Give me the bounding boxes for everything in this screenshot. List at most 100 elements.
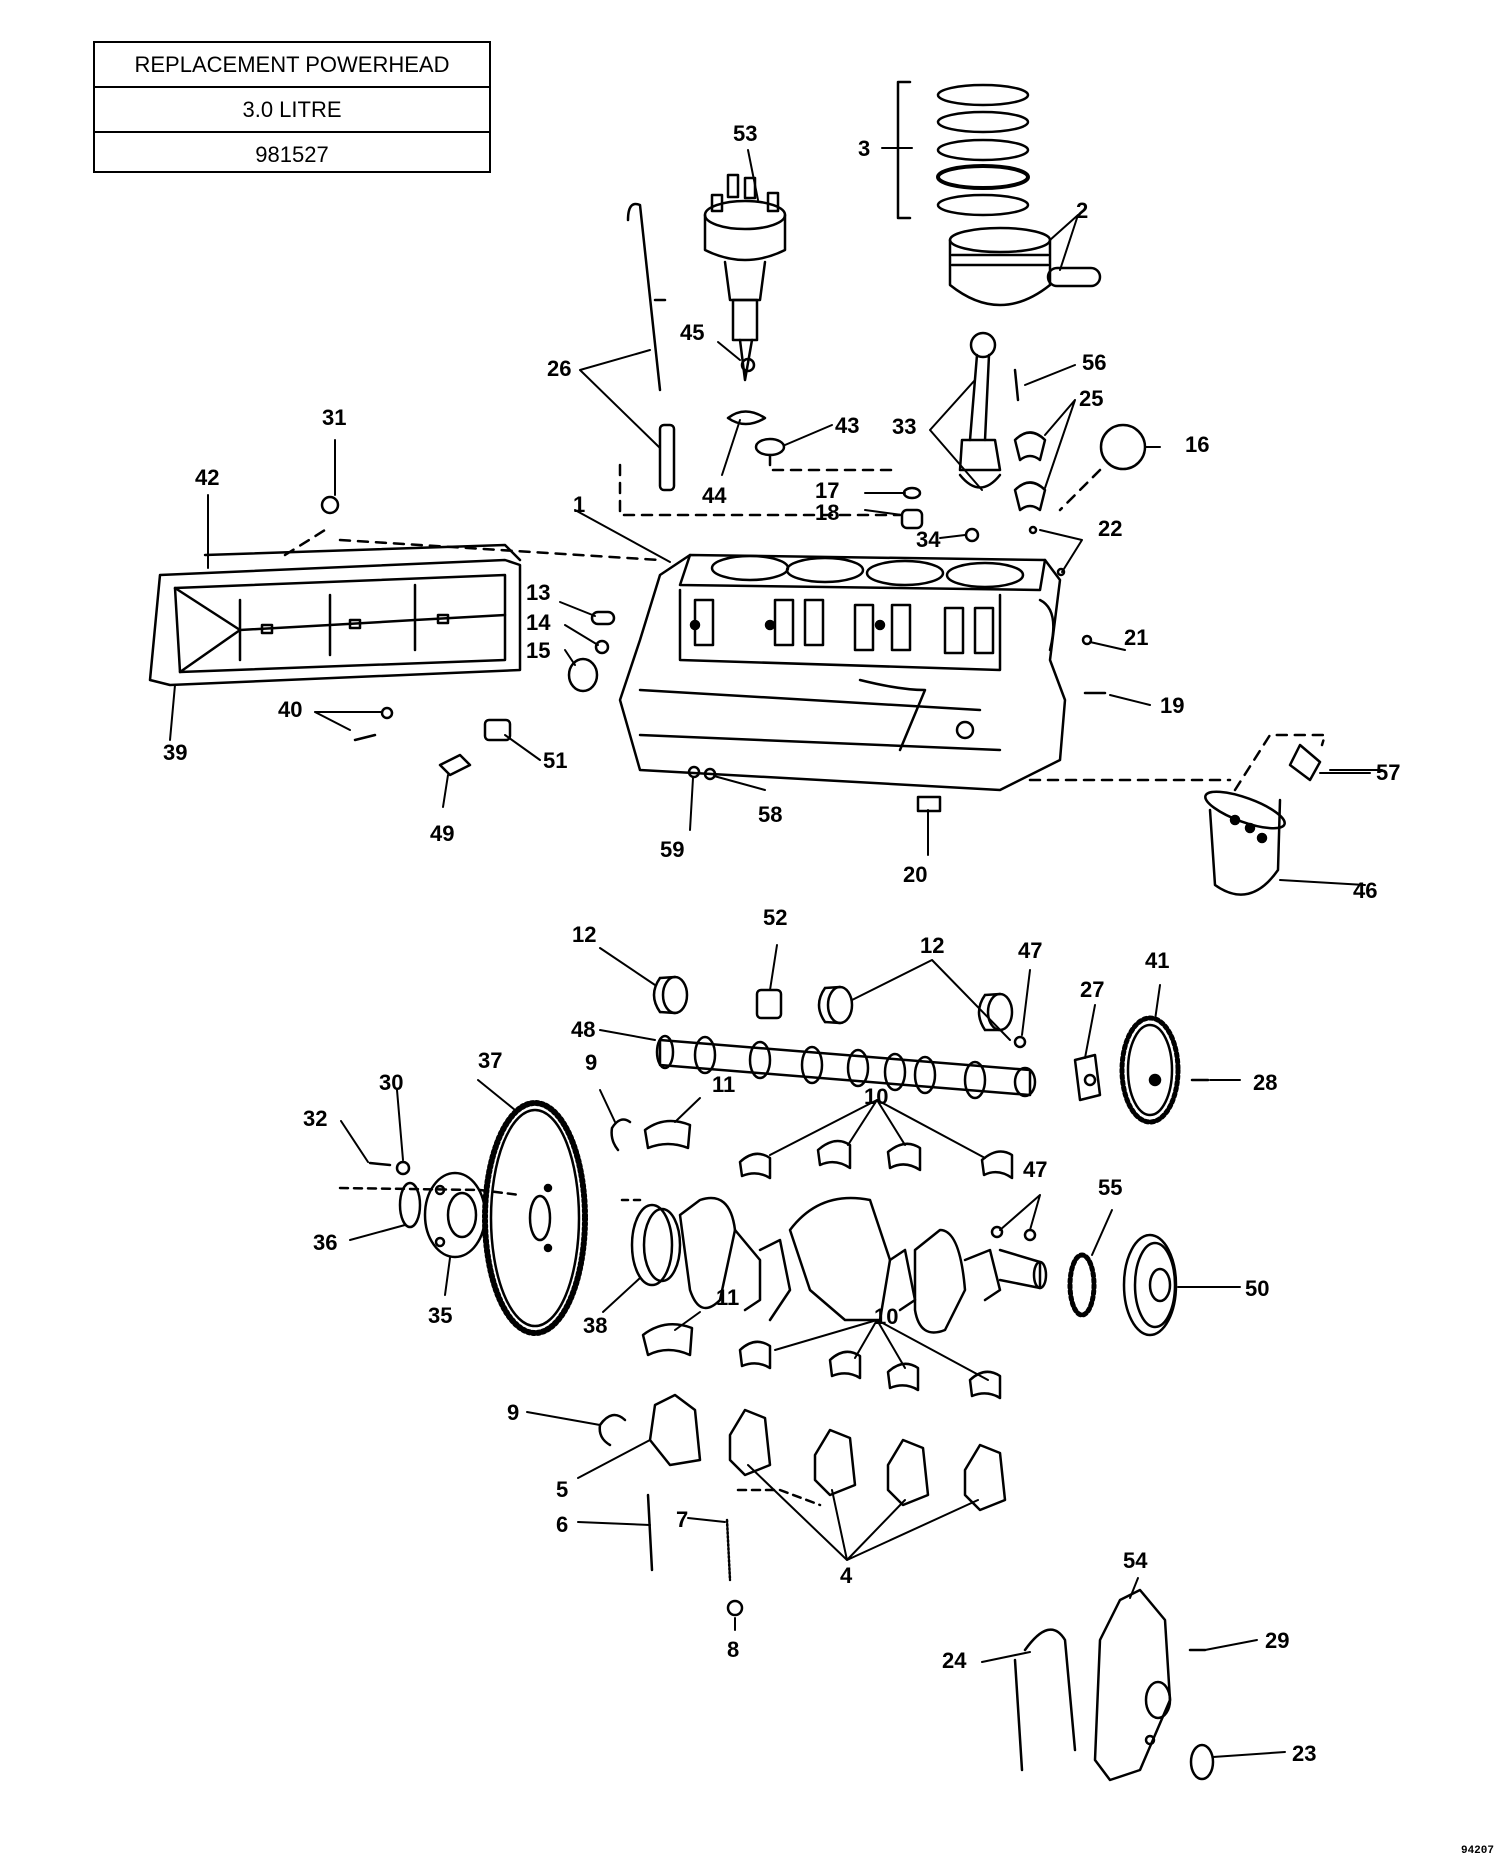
bearing-10f xyxy=(828,1350,862,1380)
bearing-25a xyxy=(1013,431,1047,462)
figure-code: 94207 xyxy=(1460,1845,1494,1857)
camshaft-gear xyxy=(1119,1015,1181,1125)
plug-58 xyxy=(703,767,717,781)
main-cap-4c xyxy=(886,1438,930,1507)
part-label-23: 23 xyxy=(1292,1741,1316,1766)
title-line-1: REPLACEMENT POWERHEAD xyxy=(95,43,489,88)
part-label-19: 19 xyxy=(1160,693,1184,718)
camshaft xyxy=(655,1034,1037,1100)
part-label-41: 41 xyxy=(1145,948,1169,973)
plug-17 xyxy=(902,486,922,500)
leader-lines xyxy=(169,147,1383,1758)
part-label-21: 21 xyxy=(1124,625,1148,650)
nut-8 xyxy=(726,1599,744,1617)
part-label-47-lower: 47 xyxy=(1023,1157,1047,1182)
part-label-43: 43 xyxy=(835,413,859,438)
part-label-33: 33 xyxy=(892,414,916,439)
part-label-27: 27 xyxy=(1080,977,1104,1002)
part-label-38: 38 xyxy=(583,1313,607,1338)
part-label-30: 30 xyxy=(379,1070,403,1095)
bearing-10g xyxy=(886,1362,920,1392)
crankshaft xyxy=(630,1196,1048,1334)
thrust-washer-9a xyxy=(610,1118,632,1152)
part-label-26: 26 xyxy=(547,356,571,381)
bolt-32 xyxy=(368,1161,392,1167)
part-label-12-left: 12 xyxy=(572,922,596,947)
part-label-24: 24 xyxy=(942,1648,967,1673)
part-label-54: 54 xyxy=(1123,1548,1148,1573)
piston-rings xyxy=(896,80,1030,220)
part-label-50: 50 xyxy=(1245,1276,1269,1301)
main-bearing-11b xyxy=(641,1323,694,1357)
bearing-10d xyxy=(980,1150,1014,1180)
part-label-36: 36 xyxy=(313,1230,337,1255)
main-cap-4a xyxy=(728,1408,772,1477)
part-label-56: 56 xyxy=(1082,350,1106,375)
part-label-17: 17 xyxy=(815,478,839,503)
part-label-3: 3 xyxy=(858,136,870,161)
part-label-29: 29 xyxy=(1265,1628,1289,1653)
plug-59 xyxy=(687,765,701,779)
main-cap-4b xyxy=(813,1428,857,1497)
rear-main-cap xyxy=(648,1393,702,1467)
part-label-22: 22 xyxy=(1098,516,1122,541)
part-label-9-lower: 9 xyxy=(507,1400,519,1425)
title-line-3: 981527 xyxy=(255,141,329,167)
part-label-55: 55 xyxy=(1098,1175,1122,1200)
part-label-16: 16 xyxy=(1185,432,1209,457)
part-label-48: 48 xyxy=(571,1017,595,1042)
flywheel-flange xyxy=(423,1171,487,1259)
part-label-11-lower: 11 xyxy=(716,1285,739,1310)
part-label-57: 57 xyxy=(1376,760,1400,785)
part-label-53: 53 xyxy=(733,121,757,146)
key-47b xyxy=(1023,1228,1037,1242)
part-label-44: 44 xyxy=(702,483,727,508)
distributor xyxy=(703,173,787,382)
timing-gasket xyxy=(1023,1628,1077,1752)
seal-36 xyxy=(398,1181,422,1229)
plug-14 xyxy=(594,639,610,655)
part-labels: 1 2 3 4 5 6 7 8 9 9 10 10 11 11 12 12 13… xyxy=(163,121,1400,1766)
title-line-2: 3.0 LITRE xyxy=(95,88,489,133)
part-label-5: 5 xyxy=(556,1477,568,1502)
clamp-43 xyxy=(754,437,786,457)
part-label-58: 58 xyxy=(758,802,782,827)
main-bearing-11a xyxy=(643,1119,692,1150)
part-label-1: 1 xyxy=(573,492,585,517)
bearing-10c xyxy=(886,1142,922,1172)
part-label-15: 15 xyxy=(526,638,550,663)
sender-49 xyxy=(438,753,472,777)
part-label-28: 28 xyxy=(1253,1070,1277,1095)
part-label-11-upper: 11 xyxy=(712,1072,735,1097)
oring-15 xyxy=(567,657,599,693)
seal-23 xyxy=(1189,1743,1215,1781)
fitting-20 xyxy=(916,795,942,813)
gasket-44 xyxy=(726,410,767,426)
thrust-washer-9b xyxy=(598,1413,627,1447)
part-label-8: 8 xyxy=(727,1637,739,1662)
part-label-35: 35 xyxy=(428,1303,452,1328)
part-label-31: 31 xyxy=(322,405,346,430)
part-label-14: 14 xyxy=(526,610,551,635)
part-label-46: 46 xyxy=(1353,878,1377,903)
part-label-20: 20 xyxy=(903,862,927,887)
part-label-4: 4 xyxy=(840,1563,853,1588)
part-label-13: 13 xyxy=(526,580,550,605)
part-label-9-upper: 9 xyxy=(585,1050,597,1075)
title-box: REPLACEMENT POWERHEAD 3.0 LITRE 981527 xyxy=(93,41,491,173)
connecting-rod xyxy=(958,331,1020,489)
dowel-22b xyxy=(1056,567,1066,577)
screw-40 xyxy=(353,733,377,742)
part-label-12-right: 12 xyxy=(920,933,944,958)
part-label-45: 45 xyxy=(680,320,704,345)
washer-30 xyxy=(395,1160,411,1176)
stud-7 xyxy=(725,1518,732,1582)
part-label-52: 52 xyxy=(763,905,787,930)
part-label-6: 6 xyxy=(556,1512,568,1537)
harmonic-balancer xyxy=(1122,1233,1178,1337)
oil-filter xyxy=(1204,790,1286,896)
cylinder-block xyxy=(618,553,1067,792)
crankshaft-gear xyxy=(1067,1252,1097,1318)
part-label-49: 49 xyxy=(430,821,454,846)
